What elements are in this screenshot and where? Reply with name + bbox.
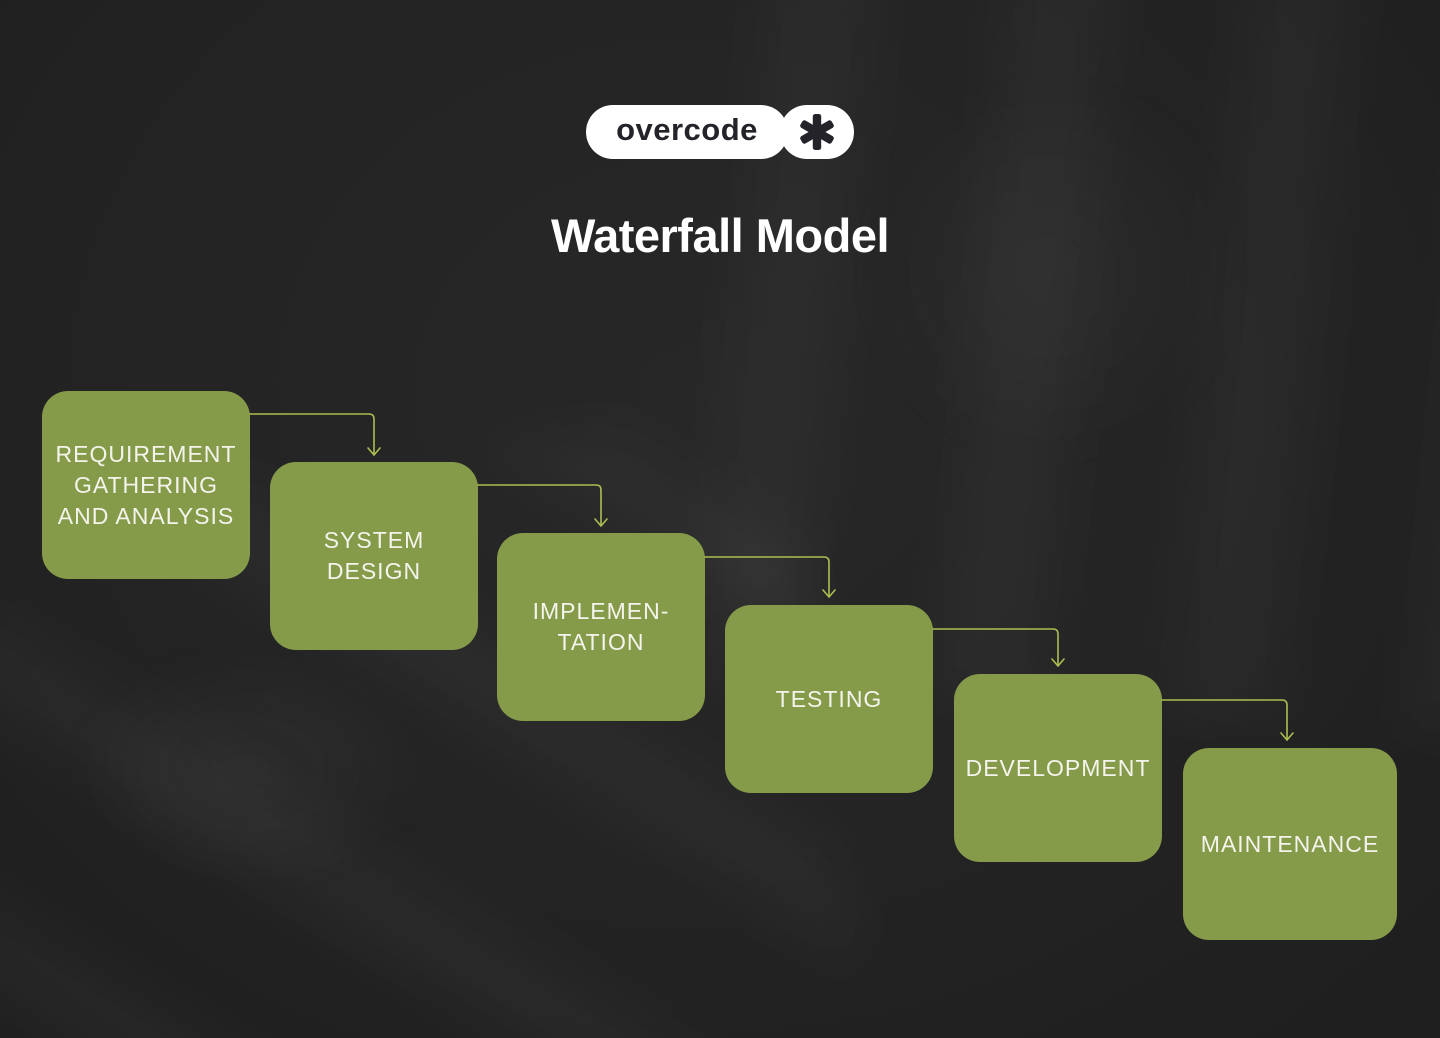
- step-label: SYSTEM DESIGN: [323, 527, 425, 584]
- step-requirement-gathering-and-analysis: REQUIREMENT GATHERING AND ANALYSIS: [42, 391, 250, 579]
- connector-arrow-5: [1161, 699, 1294, 741]
- logo-asterisk-pill: [779, 105, 854, 159]
- connector-arrow-4: [932, 628, 1065, 667]
- step-development: DEVELOPMENT: [954, 674, 1162, 862]
- step-maintenance: MAINTENANCE: [1183, 748, 1397, 940]
- logo-brand-text: overcode: [616, 112, 758, 147]
- step-testing: TESTING: [725, 605, 933, 793]
- connector-arrow-1: [249, 413, 381, 456]
- step-system-design: SYSTEM DESIGN: [270, 462, 478, 650]
- connector-arrow-3: [704, 556, 836, 598]
- logo: overcode: [0, 105, 1440, 159]
- page-title: Waterfall Model: [550, 209, 890, 262]
- step-implementation: IMPLEMEN- TATION: [497, 533, 705, 721]
- logo-brand-pill: overcode: [586, 105, 788, 159]
- step-label: IMPLEMEN- TATION: [532, 598, 670, 655]
- step-label: REQUIREMENT GATHERING AND ANALYSIS: [55, 440, 237, 529]
- step-label: DEVELOPMENT: [965, 754, 1151, 781]
- asterisk-icon: [800, 114, 834, 150]
- background-texture-glow: [60, 638, 440, 898]
- connector-arrow-2: [477, 484, 608, 527]
- step-label: MAINTENANCE: [1200, 830, 1380, 857]
- step-label: TESTING: [775, 685, 883, 712]
